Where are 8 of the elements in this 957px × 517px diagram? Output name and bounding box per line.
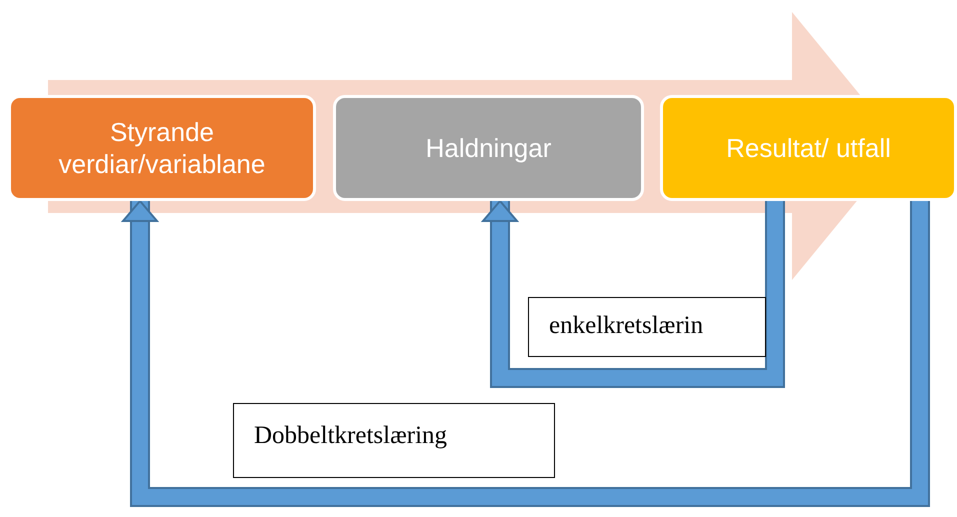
box-label: Styrande verdiar/variablane: [58, 116, 266, 180]
edge-label: Dobbeltkretslæring: [233, 403, 555, 478]
process-box: [333, 95, 644, 201]
box-label: Resultat/ utfall: [726, 132, 891, 164]
process-box: [660, 95, 957, 201]
edge-label: enkelkretslærin: [528, 297, 766, 357]
process-box: [8, 95, 316, 201]
box-label: Haldningar: [426, 132, 552, 164]
